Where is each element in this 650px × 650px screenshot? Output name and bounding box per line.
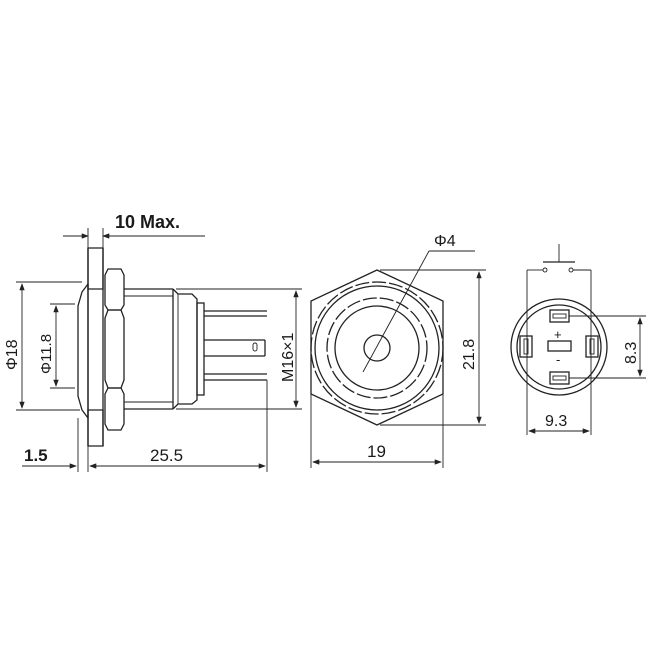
led-window [363, 334, 391, 362]
label-hex-width: 19 [367, 442, 386, 461]
dim-terminal-horizontal: 9.3 [528, 413, 590, 434]
label-thread: M16×1 [280, 333, 297, 382]
label-led-diameter: Φ4 [434, 233, 456, 250]
outer-ring [310, 281, 444, 415]
label-plus: + [554, 327, 562, 342]
label-minus: - [556, 352, 560, 367]
terminal-pads [519, 309, 599, 385]
label-button-diameter: Φ11.8 [38, 334, 55, 374]
terminal-outer-ring [510, 298, 608, 396]
label-terminal-vertical: 8.3 [623, 342, 640, 364]
label-head-diameter: Φ18 [4, 339, 21, 370]
button-face [334, 305, 420, 391]
button-ring [326, 297, 428, 399]
terminals [204, 310, 267, 381]
label-head-height: 1.5 [24, 446, 48, 465]
mounting-panel [87, 247, 104, 447]
led-terminal [547, 340, 572, 352]
dim-head-diameter: Φ18 [4, 281, 82, 411]
label-terminal-horizontal: 9.3 [545, 413, 567, 430]
label-body-length: 25.5 [150, 446, 183, 465]
terminal-view: + - 8.3 9.3 [510, 244, 646, 435]
switch-symbol [526, 244, 592, 435]
label-hex-height: 21.8 [461, 339, 478, 370]
dim-button-diameter: Φ11.8 [38, 303, 75, 389]
dim-thread: M16×1 [176, 288, 302, 410]
front-view: Φ4 21.8 19 [310, 233, 486, 468]
hex-nut [104, 268, 125, 431]
side-view: 10 Max. Φ18 Φ11.8 M16×1 [4, 212, 302, 472]
label-panel-thickness: 10 Max. [115, 212, 180, 232]
outer-ring-inner [314, 285, 440, 411]
button-head [77, 283, 89, 419]
dim-lengths: 1.5 25.5 [22, 380, 268, 472]
dim-led-diameter: Φ4 [362, 233, 475, 373]
dim-hex-height: 21.8 [380, 269, 486, 426]
switch-body [124, 288, 205, 410]
dim-hex-width: 19 [310, 394, 444, 468]
dim-terminal-vertical: 8.3 [569, 315, 646, 379]
terminal-inner-ring [516, 304, 602, 390]
hex-outline [310, 269, 444, 426]
dim-panel-thickness: 10 Max. [63, 212, 205, 248]
